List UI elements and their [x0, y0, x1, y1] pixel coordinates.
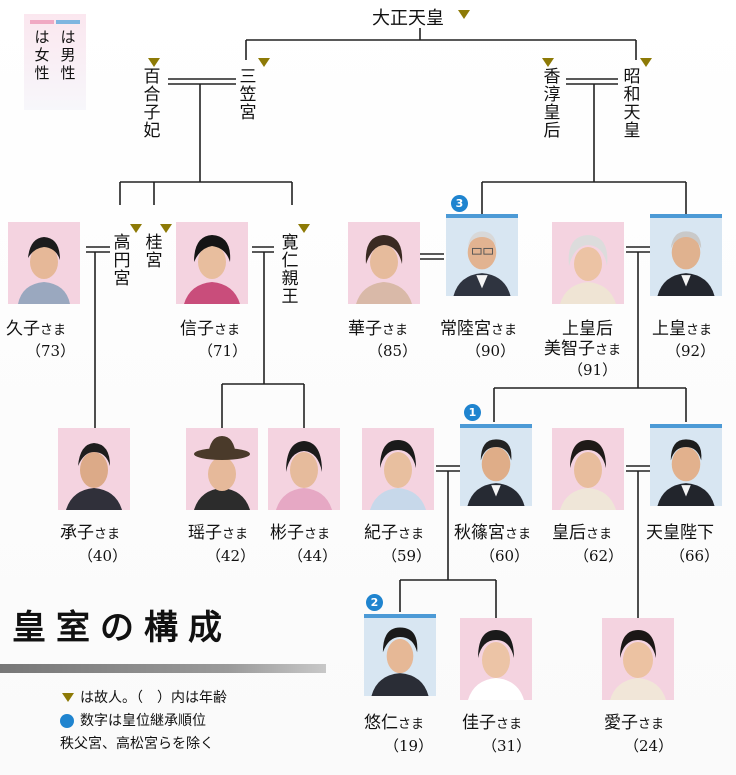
name-tsuguko: 承子さま	[60, 523, 121, 543]
deceased-marker	[160, 224, 172, 233]
photo-kiko	[362, 428, 434, 510]
deceased-marker	[148, 58, 160, 67]
photo-masako	[552, 428, 624, 510]
prince-katsura-label: 桂宮	[145, 233, 163, 271]
photo-nobuko	[176, 222, 248, 304]
name-kiko: 紀子さま	[364, 523, 425, 543]
deceased-marker	[130, 224, 142, 233]
age-yoko: （42）	[206, 547, 256, 565]
name-kako: 佳子さま	[462, 713, 523, 733]
empress-kojun-label: 香淳皇后	[543, 67, 561, 141]
photo-hisahito	[364, 614, 436, 696]
photo-aiko	[602, 618, 674, 700]
deceased-marker	[458, 10, 470, 19]
name-michiko-title: 上皇后	[562, 319, 613, 339]
age-hisahito: （19）	[384, 737, 434, 755]
prince-tomohito-label: 寛仁親王	[281, 233, 299, 307]
photo-hanako	[348, 222, 420, 304]
age-kako: （31）	[482, 737, 532, 755]
deceased-marker	[298, 224, 310, 233]
photo-kako	[460, 618, 532, 700]
male-color-swatch	[56, 20, 80, 24]
age-hisako: （73）	[26, 342, 76, 360]
female-legend-label: は女性	[34, 28, 50, 82]
age-nobuko: （71）	[198, 342, 248, 360]
name-hanako: 華子さま	[348, 319, 409, 339]
age-masako: （62）	[574, 547, 624, 565]
deceased-marker	[542, 58, 554, 67]
deceased-legend-icon	[62, 693, 74, 702]
succession-legend-icon	[60, 714, 74, 728]
age-emperor-emeritus: （92）	[666, 342, 716, 360]
gender-legend: は女性 は男性	[24, 14, 86, 110]
succession-order-badge: 1	[464, 404, 481, 421]
note-excluding: 秩父宮、高松宮らを除く	[60, 736, 214, 752]
photo-hisako	[8, 222, 80, 304]
name-masako: 皇后さま	[552, 523, 613, 543]
photo-akishino	[460, 424, 532, 506]
title-underline	[0, 664, 326, 673]
age-akishino: （60）	[480, 547, 530, 565]
note-deceased-age: は故人。（ ）内は年齢	[80, 690, 227, 706]
prince-takamado-label: 高円宮	[113, 233, 131, 289]
age-akiko: （44）	[288, 547, 338, 565]
prince-mikasa-label: 三笠宮	[239, 67, 257, 123]
photo-emperor	[650, 424, 722, 506]
age-emperor: （66）	[670, 547, 720, 565]
name-nobuko: 信子さま	[180, 319, 241, 339]
deceased-marker	[640, 58, 652, 67]
age-hitachi: （90）	[466, 342, 516, 360]
emperor-showa-label: 昭和天皇	[623, 67, 641, 141]
succession-order-badge: 3	[451, 195, 468, 212]
male-legend-label: は男性	[60, 28, 76, 82]
photo-hitachi	[446, 214, 518, 296]
name-hitachi: 常陸宮さま	[440, 319, 518, 339]
note-succession: 数字は皇位継承順位	[80, 713, 206, 729]
photo-tsuguko	[58, 428, 130, 510]
name-akishino: 秋篠宮さま	[454, 523, 532, 543]
photo-emperor-emeritus	[650, 214, 722, 296]
succession-order-badge: 2	[366, 594, 383, 611]
age-hanako: （85）	[368, 342, 418, 360]
princess-yuriko-label: 百合子妃	[143, 67, 161, 141]
name-hisahito: 悠仁さま	[364, 713, 425, 733]
female-color-swatch	[30, 20, 54, 24]
age-aiko: （24）	[624, 737, 674, 755]
deceased-marker	[258, 58, 270, 67]
age-michiko: （91）	[568, 361, 618, 379]
diagram-title: 皇室の構成	[12, 608, 232, 648]
age-kiko: （59）	[382, 547, 432, 565]
photo-akiko	[268, 428, 340, 510]
photo-yoko	[186, 428, 258, 510]
name-yoko: 瑶子さま	[188, 523, 249, 543]
emperor-taisho-label: 大正天皇	[372, 8, 444, 29]
name-akiko: 彬子さま	[270, 523, 331, 543]
name-aiko: 愛子さま	[604, 713, 665, 733]
name-hisako: 久子さま	[6, 319, 67, 339]
photo-michiko	[552, 222, 624, 304]
age-tsuguko: （40）	[78, 547, 128, 565]
name-michiko: 美智子さま	[544, 339, 622, 359]
name-emperor-emeritus: 上皇さま	[652, 319, 713, 339]
name-emperor: 天皇陛下	[646, 523, 714, 543]
